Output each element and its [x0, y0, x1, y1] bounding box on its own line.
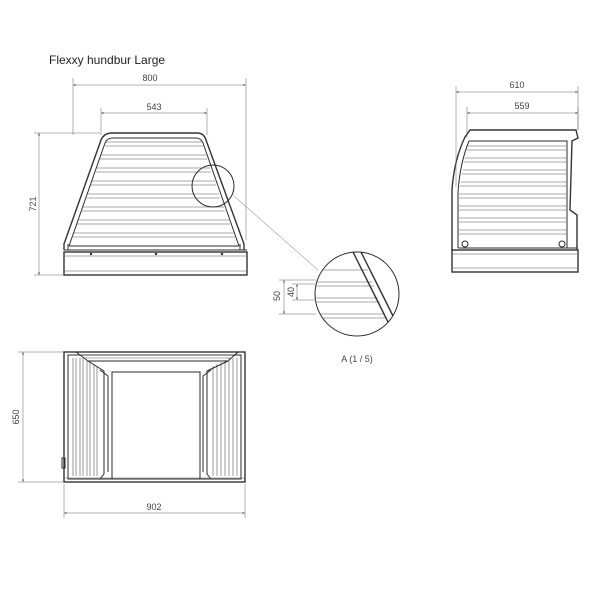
drawing-title: Flexxy hundbur Large [49, 53, 166, 67]
dim-side-inner-depth: 559 [514, 101, 529, 111]
top-dimensions [18, 351, 246, 518]
front-view [63, 132, 248, 276]
dim-side-total-depth: 610 [509, 80, 524, 90]
dim-front-height: 721 [28, 196, 38, 211]
detail-leader-line [233, 195, 319, 271]
dim-front-total-width: 800 [142, 73, 157, 83]
dim-top-depth: 650 [11, 409, 21, 424]
detail-dimensions [279, 279, 316, 315]
dim-front-top-width: 543 [146, 102, 161, 112]
top-view [61, 351, 246, 483]
side-dimensions [455, 86, 579, 187]
side-view [451, 129, 579, 273]
front-dimensions [34, 78, 247, 276]
dim-top-width: 902 [146, 502, 161, 512]
dim-detail-inner: 40 [286, 287, 296, 297]
detail-label: A (1 / 5) [341, 354, 373, 364]
detail-view-a [314, 251, 400, 337]
dim-detail-outer: 50 [272, 291, 282, 301]
